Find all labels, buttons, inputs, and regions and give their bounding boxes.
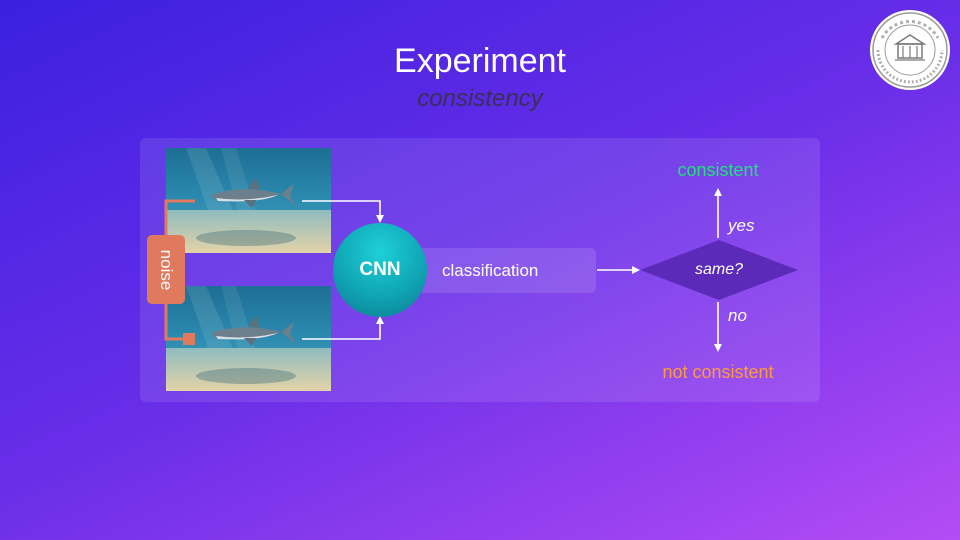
slide-title: Experiment	[394, 42, 566, 80]
result-consistent-label: consistent	[677, 160, 759, 180]
cnn-label: CNN	[359, 259, 401, 280]
slide-subtitle: consistency	[417, 85, 543, 112]
university-seal-icon	[868, 8, 952, 92]
shark-image-noisy	[166, 286, 331, 391]
no-label: no	[728, 306, 747, 325]
cnn-node: CNN	[333, 223, 427, 317]
classification-label: classification	[442, 261, 539, 280]
yes-label: yes	[728, 216, 755, 235]
noise-box: noise	[147, 235, 185, 304]
shark-image-original	[166, 148, 331, 253]
noise-label: noise	[157, 249, 176, 290]
decision-label: same?	[694, 261, 744, 278]
classification-box	[400, 248, 596, 293]
result-not-consistent-label: not consistent	[662, 362, 774, 382]
